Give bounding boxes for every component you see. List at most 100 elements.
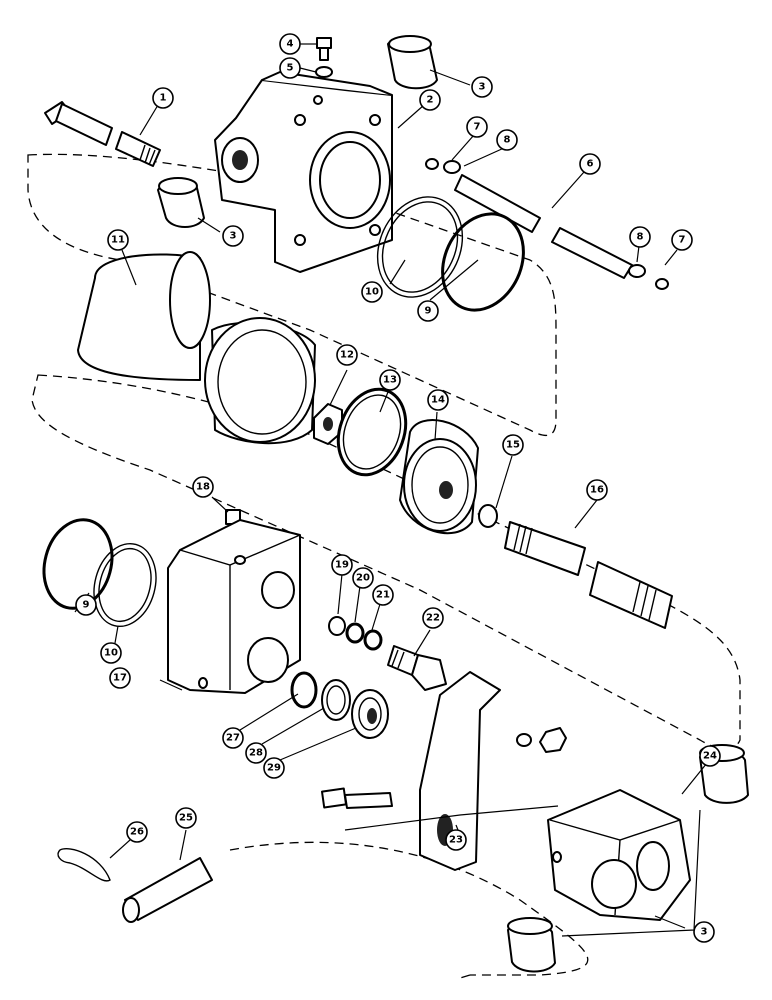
part-20-ring xyxy=(345,622,365,644)
svg-text:20: 20 xyxy=(356,573,370,584)
callout-4: 4 xyxy=(279,33,301,55)
callout-22: 22 xyxy=(422,607,444,629)
lower-group-outline xyxy=(31,374,741,750)
callout-1: 1 xyxy=(152,87,174,109)
callout-18: 18 xyxy=(192,476,214,498)
svg-text:7: 7 xyxy=(679,235,686,246)
svg-text:1: 1 xyxy=(160,93,167,104)
svg-text:3: 3 xyxy=(701,927,708,938)
svg-text:3: 3 xyxy=(230,231,237,242)
svg-text:10: 10 xyxy=(365,287,379,298)
pin-group-outline xyxy=(229,841,589,976)
part-3-bushing-top xyxy=(387,35,438,90)
part-24-clevis xyxy=(547,789,691,921)
part-23-screw xyxy=(320,787,393,809)
svg-text:10: 10 xyxy=(104,648,118,659)
callout-17: 17 xyxy=(109,667,131,689)
svg-text:7: 7 xyxy=(474,122,481,133)
part-16-rod xyxy=(504,521,673,629)
part-28-ring xyxy=(321,679,351,721)
callout-28: 28 xyxy=(245,742,267,764)
callout-7-right: 7 xyxy=(671,229,693,251)
part-15-ring xyxy=(478,504,498,528)
svg-text:9: 9 xyxy=(83,600,90,611)
callout-27: 27 xyxy=(222,727,244,749)
part-5-washer xyxy=(315,66,333,78)
svg-text:23: 23 xyxy=(449,835,463,846)
part-1-bolt xyxy=(44,101,161,167)
svg-text:19: 19 xyxy=(335,560,349,571)
svg-text:29: 29 xyxy=(267,763,281,774)
svg-text:17: 17 xyxy=(113,673,127,684)
callout-6: 6 xyxy=(579,153,601,175)
svg-text:15: 15 xyxy=(506,440,520,451)
part-14-piston xyxy=(399,419,479,535)
callout-8-right: 8 xyxy=(629,226,651,248)
callout-21: 21 xyxy=(372,584,394,606)
part-8-washer-top xyxy=(443,160,461,174)
part-9-ring-upper xyxy=(441,212,525,312)
svg-text:14: 14 xyxy=(431,395,445,406)
part-25-pin xyxy=(122,857,213,923)
svg-text:3: 3 xyxy=(479,82,486,93)
callout-24: 24 xyxy=(699,745,721,767)
part-7-ring-right xyxy=(655,278,669,290)
callout-20: 20 xyxy=(352,567,374,589)
part-13-ring xyxy=(336,387,408,477)
svg-text:18: 18 xyxy=(196,482,210,493)
svg-text:24: 24 xyxy=(703,751,717,762)
callout-13: 13 xyxy=(379,369,401,391)
part-23-bracket-line xyxy=(344,805,559,831)
svg-text:8: 8 xyxy=(504,135,511,146)
part-7-ring-top xyxy=(425,158,439,170)
svg-text:11: 11 xyxy=(111,235,125,246)
part-21-ring xyxy=(363,629,383,651)
callout-5: 5 xyxy=(279,57,301,79)
part-2-head-block xyxy=(214,71,393,273)
svg-text:9: 9 xyxy=(425,306,432,317)
part-19-ring xyxy=(328,616,346,636)
part-17-valve-block xyxy=(167,519,301,694)
callout-7-top: 7 xyxy=(466,116,488,138)
svg-text:25: 25 xyxy=(179,813,193,824)
pin-group-outline-2 xyxy=(459,974,471,979)
svg-text:6: 6 xyxy=(587,159,594,170)
svg-text:5: 5 xyxy=(287,63,294,74)
svg-text:4: 4 xyxy=(287,39,294,50)
part-10-ring-upper xyxy=(376,196,464,298)
callout-29: 29 xyxy=(263,757,285,779)
part-3-bushing-bottom xyxy=(507,917,556,973)
callout-16: 16 xyxy=(586,479,608,501)
part-22-valve xyxy=(387,645,447,691)
part-9-ring-lower xyxy=(42,518,114,610)
svg-text:22: 22 xyxy=(426,613,440,624)
callout-25: 25 xyxy=(175,807,197,829)
callout-3-left: 3 xyxy=(222,225,244,247)
callout-9-upper: 9 xyxy=(417,300,439,322)
part-11-barrel xyxy=(77,251,316,445)
part-27-ring xyxy=(290,671,318,709)
part-8-washer-right xyxy=(628,264,646,278)
part-26-clip xyxy=(57,848,111,882)
callout-11: 11 xyxy=(107,229,129,251)
part-10-ring-lower xyxy=(93,542,157,628)
callout-10-lower: 10 xyxy=(100,642,122,664)
svg-text:21: 21 xyxy=(376,590,390,601)
callout-3-bottom: 3 xyxy=(693,921,715,943)
callout-3-top: 3 xyxy=(471,76,493,98)
callout-14: 14 xyxy=(427,389,449,411)
callout-12: 12 xyxy=(336,344,358,366)
callout-23: 23 xyxy=(445,829,467,851)
callout-2: 2 xyxy=(419,89,441,111)
svg-text:28: 28 xyxy=(249,748,263,759)
svg-text:27: 27 xyxy=(226,733,240,744)
svg-text:2: 2 xyxy=(427,95,434,106)
callout-9-lower: 9 xyxy=(75,594,97,616)
part-6-pin xyxy=(454,174,633,279)
svg-text:16: 16 xyxy=(590,485,604,496)
svg-text:12: 12 xyxy=(340,350,354,361)
part-3-bushing-left xyxy=(157,177,205,228)
part-29-seal xyxy=(351,689,389,739)
callout-8-top: 8 xyxy=(496,129,518,151)
